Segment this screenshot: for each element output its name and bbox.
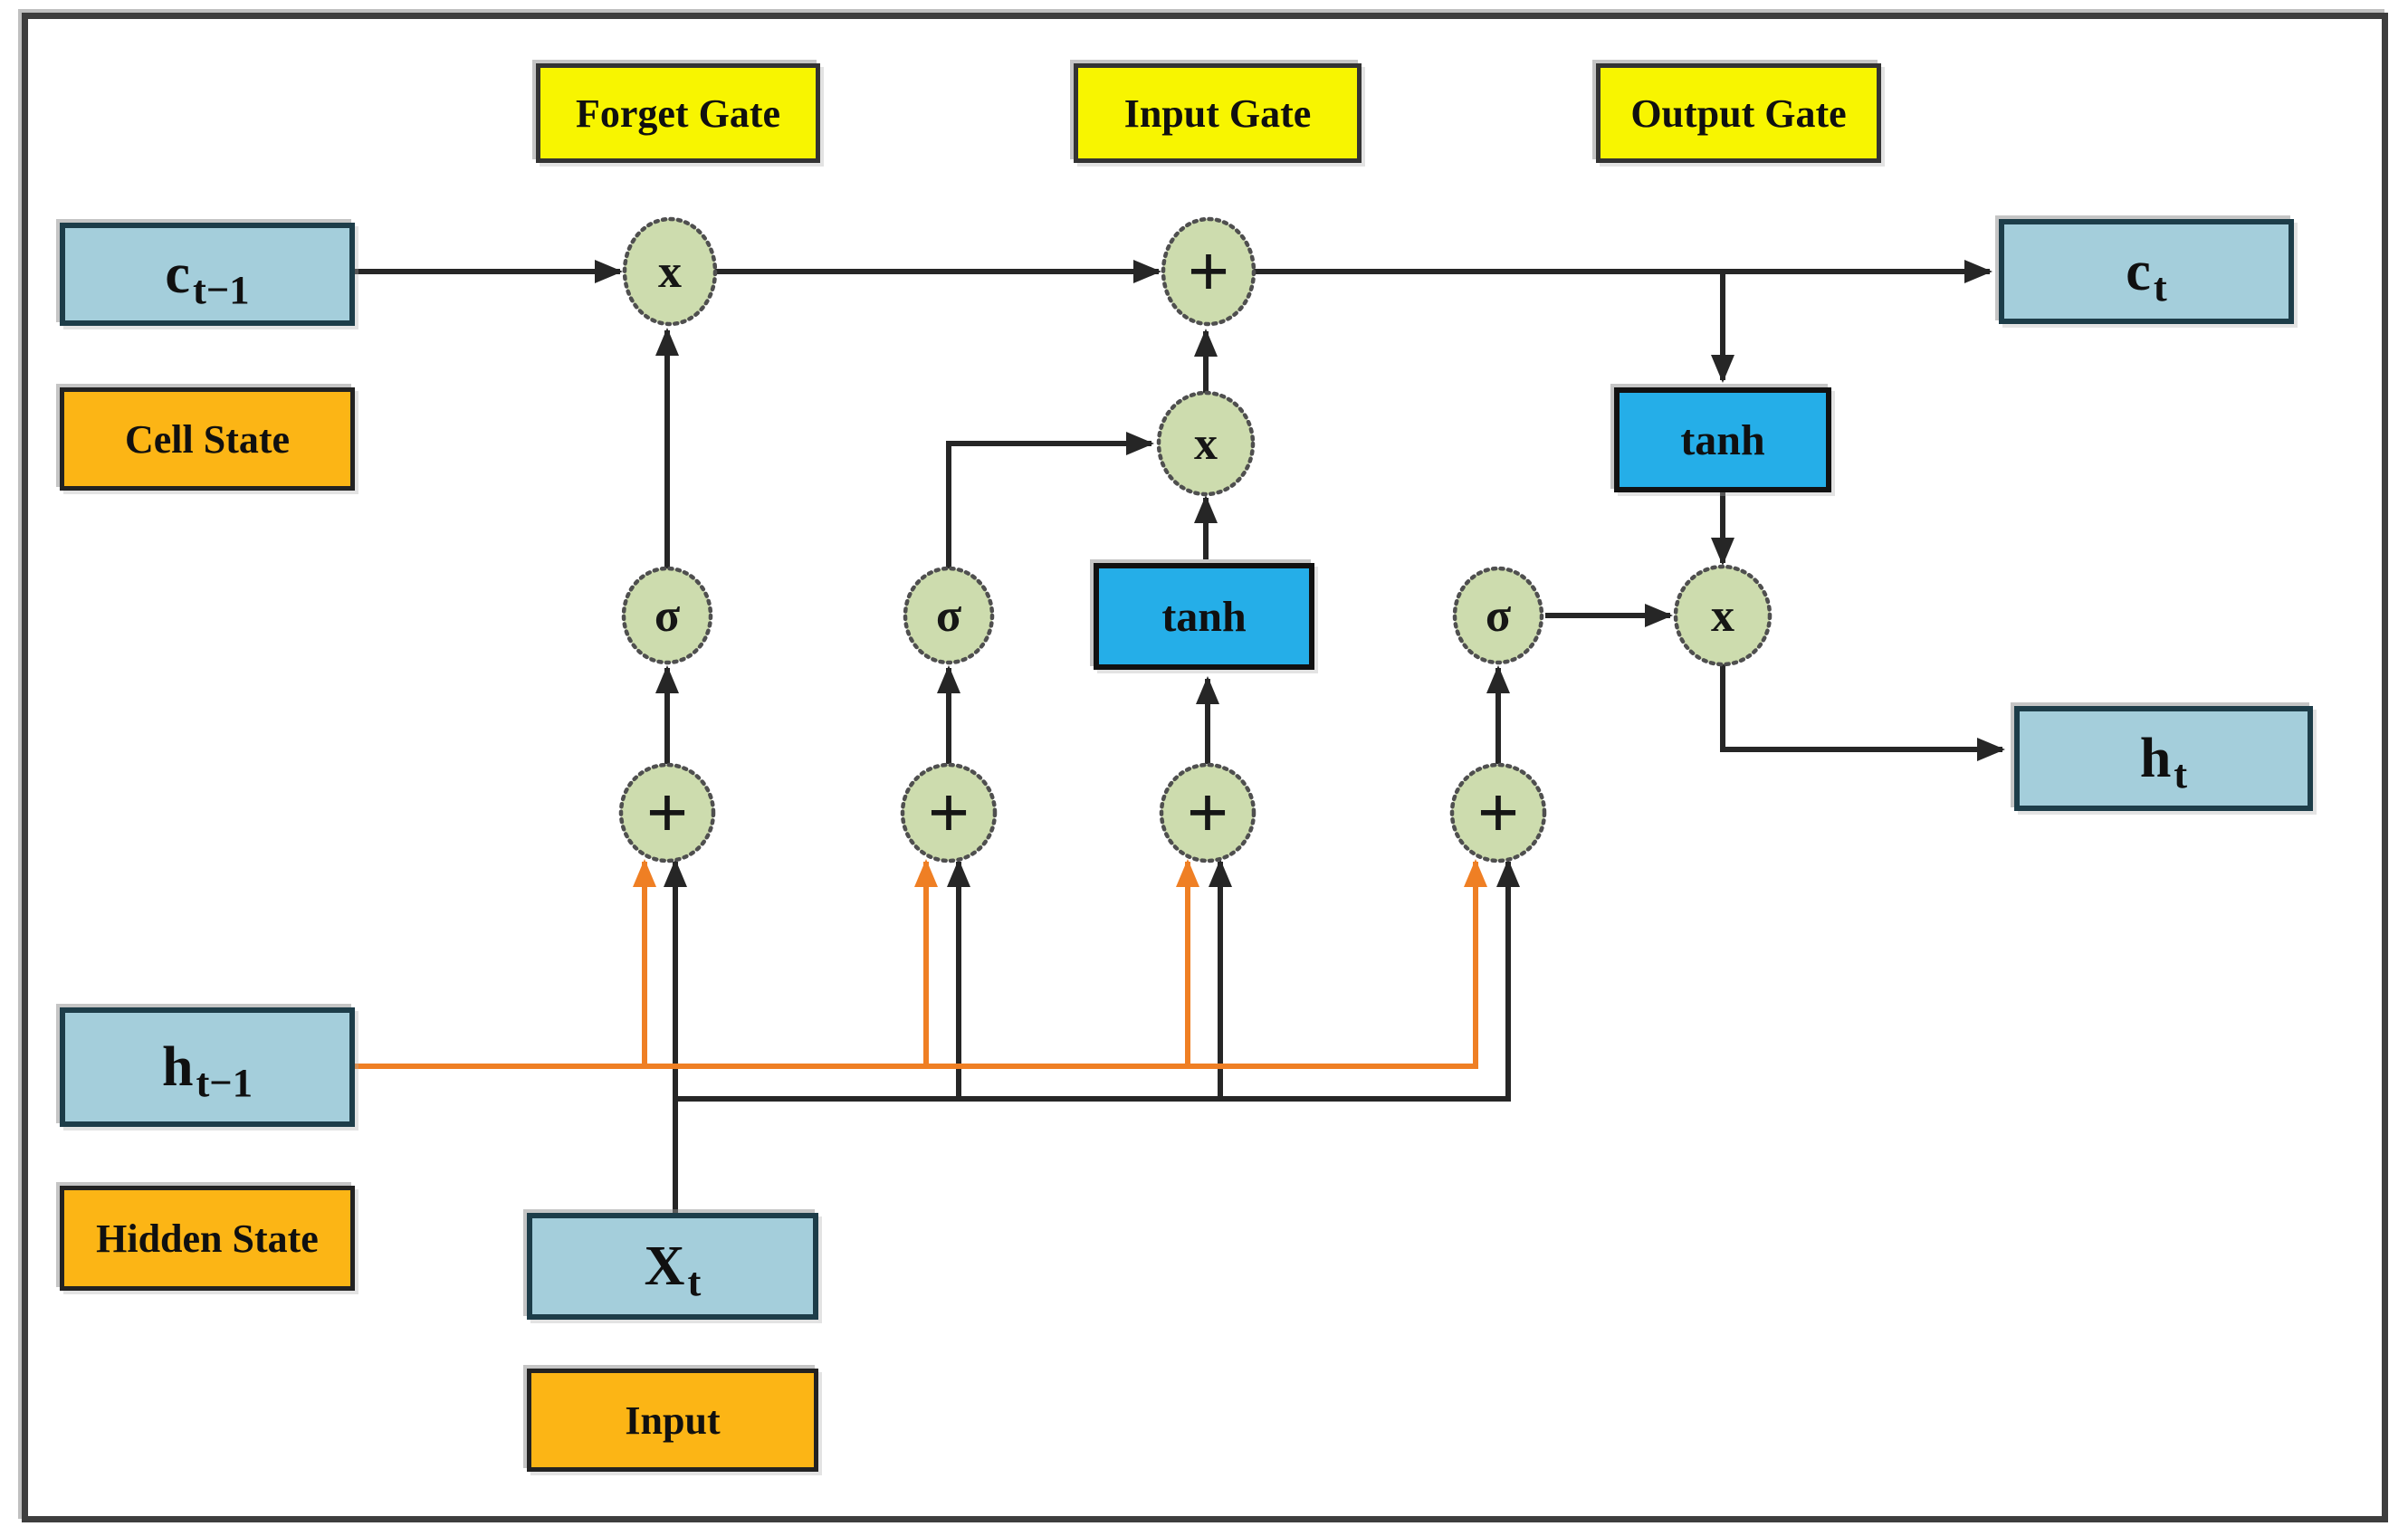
sigma-forget-symbol: σ: [655, 590, 680, 642]
output-gate-title-box: Output Gate: [1596, 63, 1881, 163]
input-multiply-node: [1156, 390, 1256, 497]
h-prev-base: h: [161, 1035, 194, 1098]
input-legend: Input: [625, 1398, 721, 1443]
add-tanh-symbol: +: [1187, 771, 1229, 854]
cell-state-legend-box: Cell State: [60, 387, 355, 491]
edge-output-multiply-to-ht: [1720, 663, 2005, 761]
hidden-state-legend-box: Hidden State: [60, 1186, 355, 1291]
forget-multiply-node: [622, 216, 718, 327]
sigma-input-symbol: σ: [936, 590, 961, 642]
add-input-symbol: +: [928, 771, 970, 854]
forget-multiply-symbol: x: [658, 246, 682, 298]
add-forget-symbol: +: [646, 771, 689, 854]
input-gate-title: Input Gate: [1123, 91, 1312, 136]
output-gate-title: Output Gate: [1630, 91, 1847, 136]
input-multiply-symbol: x: [1194, 418, 1218, 470]
x-input-subscript: t: [687, 1258, 702, 1304]
sigma-forget-node: [621, 566, 713, 665]
add-output-node: [1449, 762, 1547, 863]
edge-xt-to-add-output: [675, 859, 1520, 1102]
c-prev-base: c: [165, 243, 190, 305]
tanh-output-label: tanh: [1680, 415, 1765, 464]
c-next-base: c: [2126, 240, 2151, 302]
c-next-subscript: t: [2153, 263, 2167, 310]
h-next-subscript: t: [2174, 750, 2188, 797]
edge-hprev-to-add-output: [355, 859, 1487, 1069]
edge-sigma-input-to-input-multiply: [946, 432, 1154, 568]
output-multiply-symbol: x: [1711, 590, 1734, 642]
hidden-state-legend: Hidden State: [96, 1216, 319, 1261]
input-gate-title-box: Input Gate: [1074, 63, 1362, 163]
tanh-output-box: tanh: [1614, 387, 1831, 492]
sigma-output-symbol: σ: [1486, 590, 1511, 642]
cell-state-legend: Cell State: [124, 416, 291, 462]
output-multiply-node: [1673, 564, 1773, 667]
add-output-symbol: +: [1477, 771, 1520, 854]
sigma-input-node: [903, 566, 995, 665]
add-tanh-node: [1159, 762, 1257, 863]
cell-add-node: [1161, 216, 1257, 327]
add-forget-node: [618, 762, 716, 863]
sigma-output-node: [1452, 566, 1544, 665]
tanh-input-label: tanh: [1161, 592, 1247, 641]
add-input-node: [900, 762, 998, 863]
x-input-base: X: [644, 1235, 685, 1297]
tanh-input-box: tanh: [1094, 563, 1314, 670]
diagram-border: [22, 13, 2388, 1522]
forget-gate-title: Forget Gate: [576, 91, 780, 136]
cell-add-symbol: +: [1188, 230, 1230, 312]
c-prev-subscript: t−1: [192, 266, 250, 312]
forget-gate-title-box: Forget Gate: [536, 63, 820, 163]
h-prev-subscript: t−1: [196, 1059, 253, 1105]
h-next-base: h: [2139, 727, 2172, 789]
input-legend-box: Input: [527, 1369, 818, 1472]
